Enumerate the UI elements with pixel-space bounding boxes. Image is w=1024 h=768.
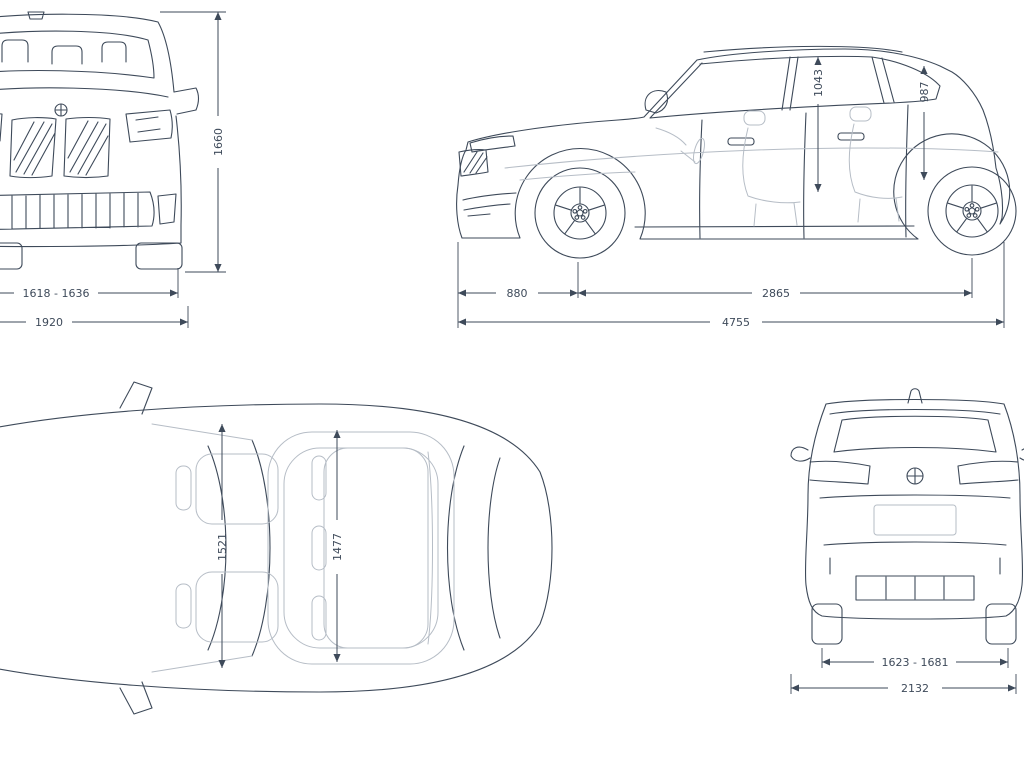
side-body-outline [456,48,1011,240]
front-width-label: 1920 [35,316,63,329]
rear-view: 1623 - 1681 2132 [790,388,1024,695]
top-mirrors [119,381,153,715]
rear-headrest [311,455,327,501]
rear-wheel [927,166,1017,256]
rear-extension-lines [790,648,1017,694]
front-overhang-label: 880 [507,287,528,300]
front-headrests [1,39,127,65]
rear-right-tire [985,603,1017,645]
rear-track-label: 1623 - 1681 [882,656,949,669]
front-headroom-label: 1043 [812,69,825,97]
bmw-roundel-icon [54,103,68,117]
top-body-outline [0,403,553,693]
front-left-tire [0,242,23,270]
top-seats [175,447,433,649]
steering-wheel [693,137,705,165]
rear-interior-width-label: 1477 [331,533,344,561]
front-view: 1660 1618 - 1636 1920 [0,11,226,329]
front-right-tire [135,242,183,270]
rear-bench-backline [427,451,433,645]
top-view: 1521 1477 [0,381,553,715]
kidney-grille [9,116,111,179]
rear-body-outline [804,398,1024,620]
front-door-handle [727,137,755,146]
taillights [809,460,1019,485]
top-glass-arcs [207,439,501,657]
wheelbase-label: 2865 [762,287,790,300]
front-wheel [534,167,626,259]
bmw-roundel-rear-icon [906,467,924,485]
a-pillar-lines [151,423,253,673]
rear-headrest [311,525,327,571]
roof-rail [703,45,903,53]
front-extension-lines [160,11,226,328]
front-seat-cushion [195,571,279,643]
side-front-details [458,135,517,217]
license-plate-recess [873,504,957,536]
rear-width-mirrors-label: 2132 [901,682,929,695]
rear-left-tire [811,603,843,645]
front-interior-width-label: 1521 [216,533,229,561]
side-mirror [644,90,669,114]
front-right-mirror [173,87,200,115]
side-view: 1043 987 880 2865 4755 [456,45,1017,329]
roof-panel [267,431,455,665]
rear-window [833,415,997,453]
front-glazing-lines [0,30,169,98]
front-track-label: 1618 - 1636 [23,287,90,300]
rear-headroom-label: 987 [918,82,931,103]
side-extension-lines [457,242,1005,328]
character-line [504,147,999,181]
panorama-roof [283,447,439,649]
front-lower-apron [0,191,177,230]
front-height-label: 1660 [212,128,225,156]
rear-headrest [311,595,327,641]
side-glasshouse [649,55,941,119]
rear-bumper-details [819,494,1011,601]
front-headrest [175,465,192,511]
rear-bench [323,447,429,649]
antenna-fin-and-spoiler [829,388,1001,415]
length-label: 4755 [722,316,750,329]
interior-silhouette [655,106,903,227]
front-headlights [0,109,173,143]
front-seat-headrest [743,110,766,126]
door-seams [634,104,915,239]
front-seat-cushion [195,453,279,525]
rear-seat-headrest [849,106,872,122]
front-headrest [175,583,192,629]
rear-mirrors [790,446,1024,462]
